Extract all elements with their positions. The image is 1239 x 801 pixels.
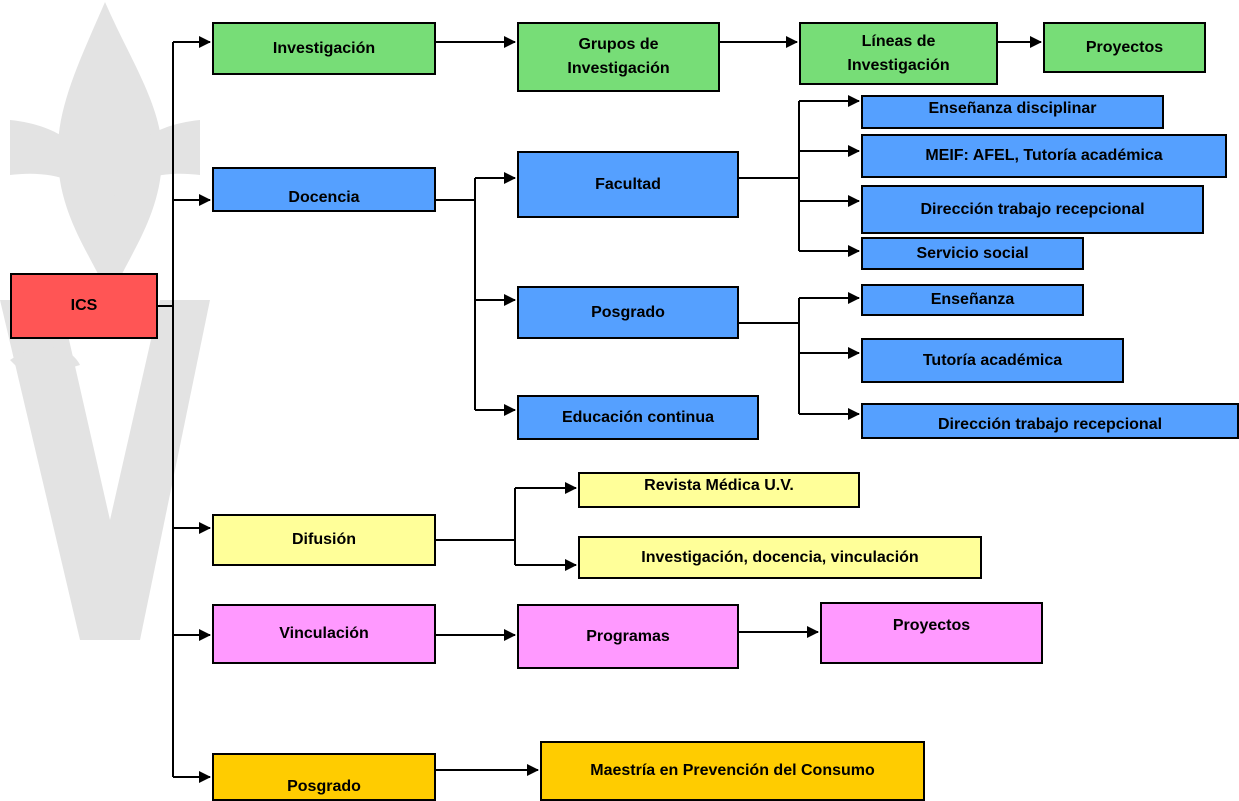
node-difusion: Difusión [212,514,436,566]
node-programas: Programas [517,604,739,669]
node-ensenanza-disciplinar: Enseñanza disciplinar [861,95,1164,129]
node-ensenanza: Enseñanza [861,284,1084,316]
node-servicio-social: Servicio social [861,237,1084,270]
node-meif-afel-tutoria: MEIF: AFEL, Tutoría académica [861,134,1227,178]
node-facultad: Facultad [517,151,739,218]
node-lineas-de-investigacion: Líneas de Investigación [799,22,998,85]
node-docencia: Docencia [212,167,436,212]
node-direccion-trabajo-recepcional-facultad: Dirección trabajo recepcional [861,185,1204,234]
node-educacion-continua: Educación continua [517,395,759,440]
node-posgrado-docencia: Posgrado [517,286,739,339]
node-revista-medica-uv: Revista Médica U.V. [578,472,860,508]
node-direccion-trabajo-recepcional-posgrado: Dirección trabajo recepcional [861,403,1239,439]
node-maestria-prevencion-consumo: Maestría en Prevención del Consumo [540,741,925,801]
node-posgrado: Posgrado [212,753,436,801]
node-grupos-de-investigacion: Grupos de Investigación [517,22,720,92]
node-tutoria-academica: Tutoría académica [861,338,1124,383]
node-investigacion-docencia-vinculacion: Investigación, docencia, vinculación [578,536,982,579]
node-vinculacion: Vinculación [212,604,436,664]
node-investigacion: Investigación [212,22,436,75]
node-ics: ICS [10,273,158,339]
node-proyectos-investigacion: Proyectos [1043,22,1206,73]
node-proyectos-vinculacion: Proyectos [820,602,1043,664]
